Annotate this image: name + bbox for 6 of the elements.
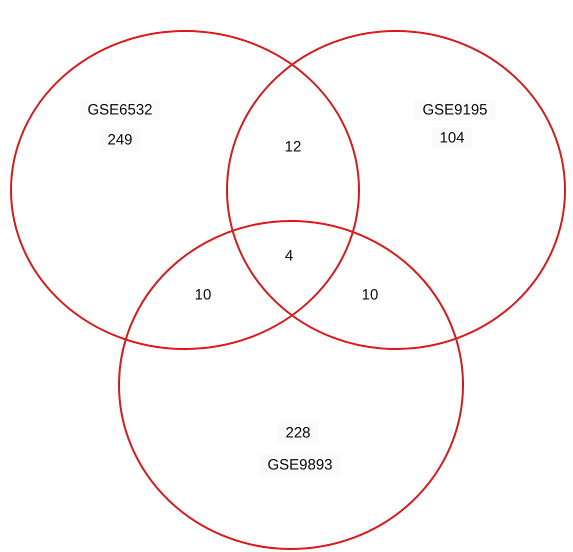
set-label: 249 — [99, 130, 141, 150]
set-label: GSE9195 — [414, 100, 496, 120]
set-label: 104 — [431, 128, 473, 148]
set-label: GSE9893 — [259, 454, 341, 476]
set-label: 228 — [277, 422, 319, 444]
set-label: GSE6532 — [79, 100, 161, 120]
